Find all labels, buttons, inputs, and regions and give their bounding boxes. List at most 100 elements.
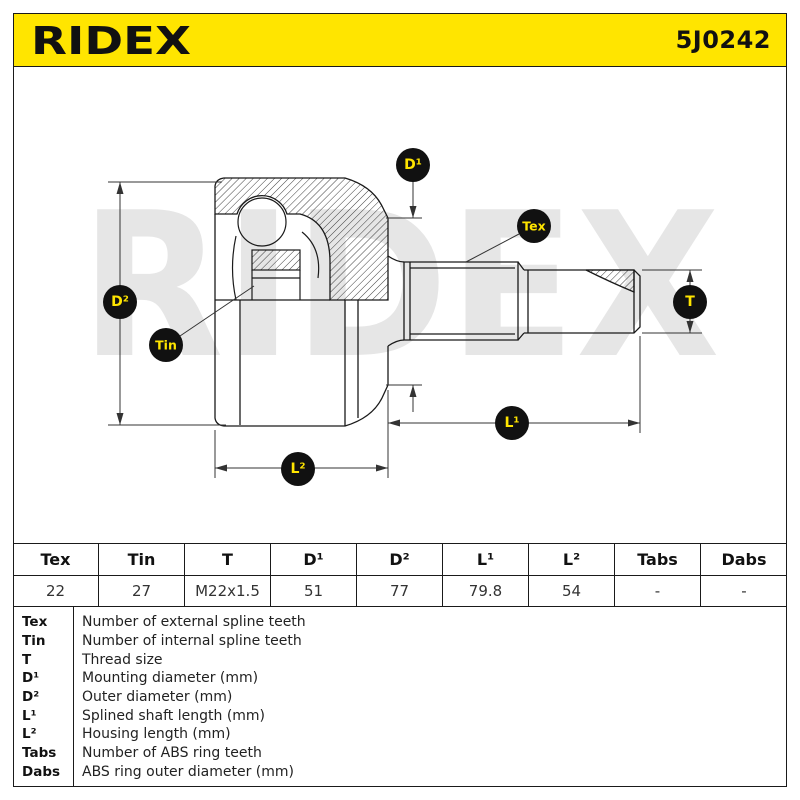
brand-logo: RIDEX [31, 19, 191, 63]
housing-section-hatched [214, 177, 389, 301]
label-l1-text: L¹ [504, 415, 519, 431]
legend-row: Tex Number of external spline teeth [13, 613, 787, 632]
label-tin: Tin [149, 328, 183, 362]
thread-cutaway [585, 269, 635, 293]
label-t: T [673, 285, 707, 319]
ball-and-cage [231, 197, 320, 301]
legend-key: L¹ [22, 707, 37, 724]
cage-left [231, 235, 237, 301]
legend-description: Outer diameter (mm) [82, 689, 233, 706]
legend-row: Dabs ABS ring outer diameter (mm) [13, 763, 787, 782]
label-tin-badge [149, 328, 183, 362]
legend-key: D² [22, 689, 40, 706]
legend-key: Tabs [22, 745, 57, 762]
legend-row: Tabs Number of ABS ring teeth [13, 744, 787, 763]
d1-arrow-bottom [409, 385, 417, 397]
spec-value-dabs: - [701, 576, 787, 607]
label-l2-badge [281, 452, 315, 486]
label-l1-badge [495, 406, 529, 440]
arrowheads [116, 182, 694, 472]
legend-description: Thread size [82, 651, 163, 668]
l1-arrow-right [628, 419, 640, 427]
legend: Tex Number of external spline teeth Tin … [13, 607, 787, 787]
spec-header-tex: Tex [13, 544, 99, 576]
t-arrow-bottom [686, 321, 694, 333]
cage-right [301, 231, 320, 279]
legend-key: L² [22, 726, 37, 743]
legend-key: T [22, 651, 32, 668]
shaft-neck [387, 255, 405, 347]
watermark-logo: RIDEX [80, 170, 720, 403]
legend-key: Tin [22, 633, 46, 650]
legend-key: Tex [22, 614, 48, 631]
legend-description: Number of internal spline teeth [82, 633, 302, 650]
label-d2: D² [103, 285, 137, 319]
spec-value-l1: 79.8 [443, 576, 529, 607]
spec-header-dabs: Dabs [701, 544, 787, 576]
stub-shaft [387, 255, 641, 347]
spec-value-l2: 54 [529, 576, 615, 607]
legend-description: Splined shaft length (mm) [82, 707, 266, 724]
label-d1: D¹ [396, 148, 430, 182]
legend-description: Housing length (mm) [82, 726, 231, 743]
label-tex-text: Tex [522, 219, 545, 234]
spec-header-l1: L¹ [443, 544, 529, 576]
spec-value-d2: 77 [357, 576, 443, 607]
legend-row: T Thread size [13, 650, 787, 669]
l2-arrow-right [376, 464, 388, 472]
inner-race [251, 249, 301, 300]
legend-key: D¹ [22, 670, 40, 687]
label-d1-text: D¹ [404, 157, 422, 173]
header-bar: RIDEX 5J0242 [13, 13, 787, 67]
legend-row: L¹ Splined shaft length (mm) [13, 706, 787, 725]
legend-description: Number of external spline teeth [82, 614, 306, 631]
spec-value-tin: 27 [99, 576, 185, 607]
tin-leader [179, 285, 255, 337]
spec-header-t: T [185, 544, 271, 576]
label-t-text: T [685, 294, 695, 310]
d2-arrow-top [116, 182, 124, 194]
outer-housing [214, 177, 389, 427]
spec-value-t: M22x1.5 [185, 576, 271, 607]
legend-key: Dabs [22, 763, 61, 780]
legend-description: ABS ring outer diameter (mm) [82, 763, 294, 780]
d2-arrow-bottom [116, 413, 124, 425]
legend-divider [73, 607, 74, 787]
l2-arrow-left [215, 464, 227, 472]
legend-row: L² Housing length (mm) [13, 725, 787, 744]
legend-description: Number of ABS ring teeth [82, 745, 262, 762]
legend-row: Tin Number of internal spline teeth [13, 632, 787, 651]
l1-arrow-left [388, 419, 400, 427]
spec-header-tabs: Tabs [615, 544, 701, 576]
spec-header-l2: L² [529, 544, 615, 576]
label-l2-text: L² [290, 461, 305, 477]
legend-row: D¹ Mounting diameter (mm) [13, 669, 787, 688]
ball [237, 197, 287, 247]
spec-value-d1: 51 [271, 576, 357, 607]
t-arrow-top [686, 270, 694, 282]
label-d1-badge [396, 148, 430, 182]
d1-arrow-top [409, 206, 417, 218]
label-d2-text: D² [111, 294, 129, 310]
label-d2-badge [103, 285, 137, 319]
inner-race-section [251, 249, 301, 271]
spec-header-d2: D² [357, 544, 443, 576]
cv-joint-drawing: RIDEX [80, 148, 720, 486]
spec-header-tin: Tin [99, 544, 185, 576]
part-number: 5J0242 [675, 26, 771, 54]
label-l2: L² [281, 452, 315, 486]
label-tin-text: Tin [155, 338, 177, 353]
spec-header-d1: D¹ [271, 544, 357, 576]
spec-value-tabs: - [615, 576, 701, 607]
label-l1: L¹ [495, 406, 529, 440]
label-tex-badge [517, 209, 551, 243]
spec-value-tex: 22 [13, 576, 99, 607]
legend-description: Mounting diameter (mm) [82, 670, 259, 687]
shaft-step [517, 261, 525, 341]
label-tex: Tex [517, 209, 551, 243]
legend-row: D² Outer diameter (mm) [13, 688, 787, 707]
label-t-badge [673, 285, 707, 319]
dimension-labels: D¹ D² Tin Tex T L¹ L² [103, 148, 707, 486]
tex-leader [465, 233, 520, 263]
spec-table: Tex Tin T D¹ D² L¹ L² Tabs Dabs 22 27 M2… [13, 543, 787, 607]
